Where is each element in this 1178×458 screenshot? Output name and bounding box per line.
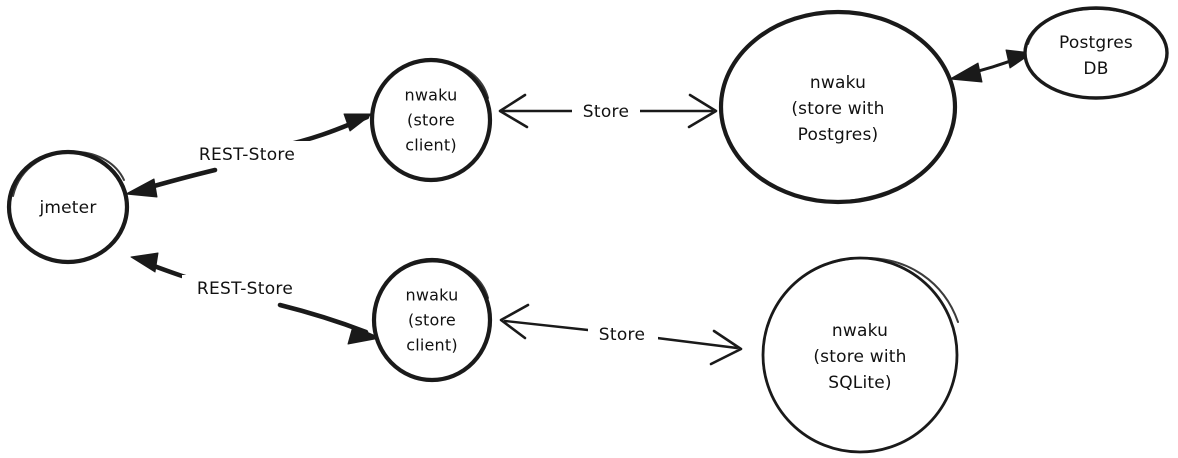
edge-label-store-top: Store [583,102,629,122]
node-nwaku-store-client-bottom-sketch-overstroke [376,260,489,301]
node-nwaku-store-client-top[interactable]: nwaku (store client) [369,57,493,183]
arrowhead-store-bottom-right [709,329,743,366]
edge-segment-store-bottom-right [655,336,739,350]
node-nwaku-store-with-postgres-label-line-3: Postgres) [798,125,879,145]
node-nwaku-store-client-bottom[interactable]: nwaku (store client) [371,257,493,383]
node-jmeter-sketch-overstroke [12,150,125,197]
node-nwaku-store-client-top-label-line-2: (store [407,111,455,130]
arrowhead-to-client-bottom [347,325,381,345]
node-nwaku-store-with-postgres-label-line-1: nwaku [810,73,866,93]
node-nwaku-store-with-sqlite-label-line-3: SQLite) [828,373,892,393]
node-nwaku-store-client-top-label-line-3: client) [405,136,457,155]
edge-label-rest-store-bottom: REST-Store [197,279,293,299]
arrowhead-to-client-top [343,113,373,132]
arrowhead-to-jmeter-bottom [130,252,159,273]
arrowhead-store-top-right [687,93,718,129]
node-nwaku-store-with-sqlite-label-line-1: nwaku [832,321,888,341]
node-jmeter[interactable]: jmeter [6,149,130,265]
node-nwaku-store-client-bottom-circle [371,257,493,383]
node-nwaku-store-with-postgres-sketch-overstroke [739,123,954,203]
node-postgres-db-sketch-overstroke [1027,7,1163,45]
edge-postgres-node-to-postgres-db[interactable] [949,49,1033,83]
arrowhead-store-bottom-left [499,303,530,340]
arrowhead-store-top-left [498,93,529,129]
edge-store-client-bottom-to-sqlite-node[interactable]: Store [499,303,743,366]
edge-label-backdrop-rest-store-bottom [182,275,310,301]
edge-label-store-bottom: Store [599,325,645,345]
node-nwaku-store-client-top-label-line-1: nwaku [405,86,458,105]
node-postgres-db-label-line-2: DB [1083,59,1108,79]
edge-label-backdrop-rest-store-top [184,141,312,167]
edge-segment-store-bottom-left [503,319,590,332]
node-nwaku-store-with-sqlite[interactable]: nwaku (store with SQLite) [761,256,959,454]
node-nwaku-store-client-bottom-label-line-2: (store [408,311,456,330]
edge-label-rest-store-top: REST-Store [199,145,295,165]
arrowhead-to-postgres-node [949,62,983,83]
node-nwaku-store-with-sqlite-sketch-overstroke [765,256,959,331]
node-nwaku-store-with-postgres-label-line-2: (store with [791,99,884,119]
node-nwaku-store-with-postgres[interactable]: nwaku (store with Postgres) [718,9,958,205]
edge-label-backdrop-store-bottom [588,322,658,346]
edge-jmeter-to-store-client-top[interactable]: REST-Store [125,113,373,198]
edge-label-backdrop-store-top [572,99,640,123]
node-jmeter-label-line-1: jmeter [38,198,96,218]
node-nwaku-store-client-top-sketch-overstroke [374,59,489,101]
node-postgres-db-label-line-1: Postgres [1059,33,1133,53]
node-nwaku-store-client-bottom-label-line-1: nwaku [406,286,459,305]
node-postgres-db[interactable]: Postgres DB [1023,6,1169,100]
node-nwaku-store-client-bottom-label-line-3: client) [406,336,458,355]
node-nwaku-store-with-sqlite-label-line-2: (store with [813,347,906,367]
edge-jmeter-to-store-client-bottom[interactable]: REST-Store [130,252,381,345]
edge-store-client-top-to-postgres-node[interactable]: Store [498,93,718,129]
arrowhead-to-jmeter-top [125,178,158,198]
